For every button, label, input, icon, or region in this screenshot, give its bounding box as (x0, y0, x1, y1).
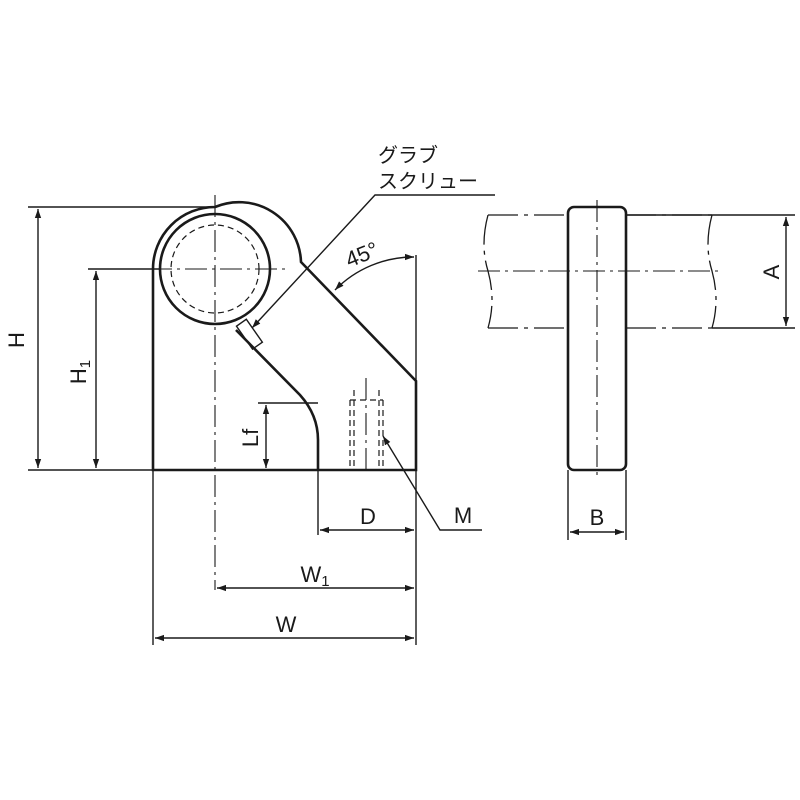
label-grab-screw-1: グラブ (378, 143, 438, 167)
label-angle: 45° (342, 237, 382, 273)
grab-screw (235, 318, 264, 351)
label-lf: Lf (238, 428, 263, 447)
dim-angle-arc (334, 253, 415, 291)
bracket-body-outline (151, 200, 418, 472)
label-w1: W1 (300, 562, 329, 590)
label-h: H (4, 332, 29, 348)
label-w: W (276, 612, 297, 637)
label-b: B (590, 505, 605, 530)
pipe-break-right (707, 214, 717, 329)
bracket-notch-outline (235, 329, 320, 470)
threaded-hole (349, 390, 384, 470)
label-grab-screw-2: スクリュー (378, 169, 478, 193)
leader-m (382, 435, 482, 531)
label-a: A (759, 264, 784, 279)
side-view (478, 200, 795, 540)
label-m: M (454, 503, 472, 528)
label-d: D (360, 504, 376, 529)
dimension-lines (28, 194, 495, 645)
leader-grab-screw (251, 194, 495, 329)
labels: H H1 Lf D M W1 W 45° グラブ スクリュー A B (4, 143, 784, 637)
pipe-break-left (483, 214, 493, 329)
label-h1: H1 (66, 360, 94, 384)
